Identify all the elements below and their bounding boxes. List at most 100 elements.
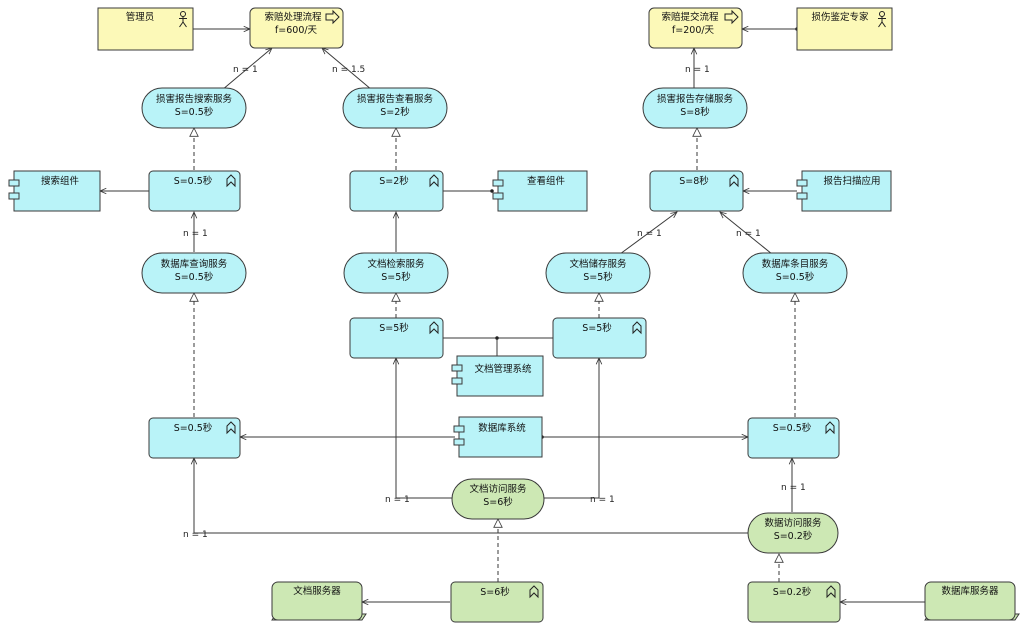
function-icon [226, 174, 236, 188]
node-report-search-service-label: 损害报告搜索服务 [156, 93, 233, 105]
node-doc-retrieve-service[interactable]: 文档检索服务 S=5秒 [343, 252, 449, 294]
node-search-function-label: S=0.5秒 [174, 175, 213, 187]
node-admin-label: 管理员 [126, 11, 155, 23]
actor-icon [878, 11, 886, 28]
edge-docaccess-left [396, 358, 452, 499]
edge-view-claim [322, 48, 373, 91]
node-view-component-label: 查看组件 [527, 175, 566, 187]
node-report-view-service-label: 损害报告查看服务 [357, 93, 434, 105]
node-report-search-service[interactable]: 损害报告搜索服务 S=0.5秒 [141, 87, 247, 129]
node-report-store-service-sub: S=8秒 [680, 106, 710, 118]
node-db-entry-service-sub: S=0.5秒 [776, 271, 815, 283]
edge-label-8: n = 1 [590, 495, 615, 505]
node-doc-store-service[interactable]: 文档储存服务 S=5秒 [545, 252, 651, 294]
node-expert[interactable]: 损伤鉴定专家 [796, 7, 893, 51]
node-scan-app-label: 报告扫描应用 [823, 175, 880, 187]
node-db-access-service-label: 数据访问服务 [764, 517, 822, 529]
node-db-entry-service-label: 数据库条目服务 [762, 258, 829, 270]
edge-dbentry-scanfunc [720, 212, 773, 255]
function-icon [429, 321, 439, 335]
function-icon [729, 174, 739, 188]
node-doc-server-function-label: S=6秒 [480, 586, 510, 598]
node-db-query-function[interactable]: S=0.5秒 [148, 417, 241, 459]
node-db-server-function-label: S=0.2秒 [773, 586, 812, 598]
node-doc-server[interactable]: 文档服务器 [271, 581, 367, 621]
node-db-entry-service[interactable]: 数据库条目服务 S=0.5秒 [742, 252, 848, 294]
function-icon [632, 321, 642, 335]
node-doc-store-function-label: S=5秒 [582, 322, 612, 334]
edge-search-claim [221, 48, 272, 91]
node-doc-retrieve-function[interactable]: S=5秒 [349, 317, 444, 359]
node-doc-mgmt-system[interactable]: 文档管理系统 [451, 355, 544, 397]
node-expert-label: 损伤鉴定专家 [811, 11, 869, 23]
node-doc-store-service-sub: S=5秒 [583, 271, 613, 283]
node-db-entry-function[interactable]: S=0.5秒 [747, 417, 840, 459]
node-doc-server-label: 文档服务器 [293, 585, 341, 597]
node-view-function-label: S=2秒 [379, 175, 409, 187]
process-arrow-icon [724, 9, 739, 25]
function-icon [429, 174, 439, 188]
edge-label-3: n = 1 [685, 65, 710, 75]
node-db-system-label: 数据库系统 [478, 422, 526, 434]
actor-icon [179, 11, 187, 28]
edge-label-7: n = 1 [385, 495, 410, 505]
node-doc-access-service-label: 文档访问服务 [469, 483, 527, 495]
node-submit-process-label: 索赔提交流程 [661, 11, 719, 23]
edge-label-6: n = 1 [736, 229, 761, 239]
node-submit-process[interactable]: 索赔提交流程 f=200/天 [648, 7, 743, 49]
edge-label-2: n = 1.5 [332, 65, 365, 75]
node-db-entry-function-label: S=0.5秒 [773, 422, 812, 434]
node-db-query-service-label: 数据库查询服务 [161, 258, 228, 270]
node-db-server-function[interactable]: S=0.2秒 [747, 581, 841, 623]
node-scan-app[interactable]: 报告扫描应用 [796, 170, 892, 212]
edge-docstore-scanfunc [619, 212, 677, 255]
node-report-view-service[interactable]: 损害报告查看服务 S=2秒 [342, 87, 448, 129]
edge-label-10: n = 1 [183, 530, 208, 540]
node-claim-process-label: 索赔处理流程 [264, 11, 322, 23]
edge-docaccess-right [544, 358, 599, 499]
node-db-query-service[interactable]: 数据库查询服务 S=0.5秒 [141, 252, 247, 294]
node-db-server[interactable]: 数据库服务器 [924, 581, 1020, 621]
node-doc-retrieve-service-sub: S=5秒 [381, 271, 411, 283]
node-doc-store-service-label: 文档储存服务 [569, 258, 627, 270]
edge-label-4: n = 1 [183, 229, 208, 239]
node-doc-access-service-sub: S=6秒 [483, 496, 513, 508]
node-search-component-label: 搜索组件 [41, 175, 80, 187]
node-view-function[interactable]: S=2秒 [349, 170, 444, 212]
node-scan-function-label: S=8秒 [679, 175, 709, 187]
node-db-access-service[interactable]: 数据访问服务 S=0.2秒 [747, 512, 839, 554]
node-db-access-service-sub: S=0.2秒 [774, 530, 813, 542]
process-arrow-icon [325, 9, 340, 25]
node-db-query-service-sub: S=0.5秒 [175, 271, 214, 283]
node-db-server-label: 数据库服务器 [941, 585, 999, 597]
edge-label-9: n = 1 [781, 483, 806, 493]
node-search-component[interactable]: 搜索组件 [8, 170, 101, 212]
edge-label-1: n = 1 [233, 65, 258, 75]
node-doc-server-function[interactable]: S=6秒 [450, 581, 544, 623]
node-db-system[interactable]: 数据库系统 [453, 416, 543, 458]
node-db-query-function-label: S=0.5秒 [174, 422, 213, 434]
node-doc-mgmt-system-label: 文档管理系统 [474, 363, 532, 375]
function-icon [226, 421, 236, 435]
node-scan-function[interactable]: S=8秒 [649, 170, 744, 212]
edge-label-5: n = 1 [637, 229, 662, 239]
node-report-search-service-sub: S=0.5秒 [175, 106, 214, 118]
node-search-function[interactable]: S=0.5秒 [148, 170, 241, 212]
function-icon [825, 421, 835, 435]
edges [100, 29, 925, 602]
node-admin[interactable]: 管理员 [97, 7, 194, 51]
node-claim-process-sub: f=600/天 [275, 25, 318, 36]
node-claim-process[interactable]: 索赔处理流程 f=600/天 [249, 7, 344, 49]
node-doc-access-service[interactable]: 文档访问服务 S=6秒 [451, 478, 545, 520]
function-icon [529, 585, 539, 599]
node-doc-store-function[interactable]: S=5秒 [552, 317, 647, 359]
node-view-component[interactable]: 查看组件 [492, 170, 588, 212]
function-icon [826, 585, 836, 599]
node-doc-retrieve-function-label: S=5秒 [379, 322, 409, 334]
node-report-store-service[interactable]: 损害报告存储服务 S=8秒 [642, 87, 748, 129]
node-doc-retrieve-service-label: 文档检索服务 [367, 258, 425, 270]
edge-labels: n = 1 n = 1.5 n = 1 n = 1 n = 1 n = 1 n … [183, 65, 806, 540]
node-submit-process-sub: f=200/天 [672, 25, 715, 36]
node-report-view-service-sub: S=2秒 [380, 106, 410, 118]
